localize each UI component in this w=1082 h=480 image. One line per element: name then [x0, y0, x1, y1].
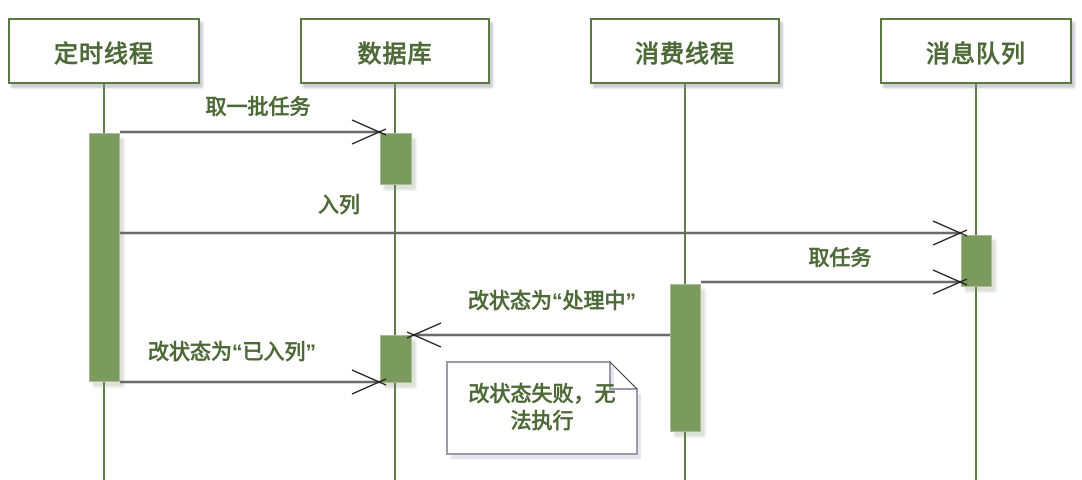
actor-box-consumer-thread: 消费线程	[590, 18, 780, 84]
activation-database-2	[380, 335, 412, 383]
message-label-enqueue: 入列	[318, 194, 360, 217]
message-label-fetch-task: 取任务	[808, 247, 872, 270]
activation-message-queue	[961, 235, 992, 287]
actor-box-message-queue: 消息队列	[880, 18, 1072, 84]
note-text-content: 改状态失败，无法执行	[468, 383, 616, 433]
activation-consumer-thread	[670, 284, 701, 432]
message-label-set-enqueued: 改状态为“已入列”	[148, 341, 316, 364]
actor-box-database: 数据库	[300, 18, 490, 84]
note-text: 改状态失败，无法执行	[447, 362, 637, 454]
message-label-set-processing: 改状态为“处理中”	[468, 290, 636, 313]
lifeline-database	[394, 84, 396, 480]
activation-timer-thread	[89, 133, 120, 382]
lifeline-consumer-thread	[684, 84, 686, 480]
message-label-fetch-batch: 取一批任务	[205, 96, 311, 119]
actor-box-timer-thread: 定时线程	[8, 18, 200, 84]
arrowhead-set-processing	[406, 322, 442, 348]
activation-database-1	[380, 133, 412, 185]
